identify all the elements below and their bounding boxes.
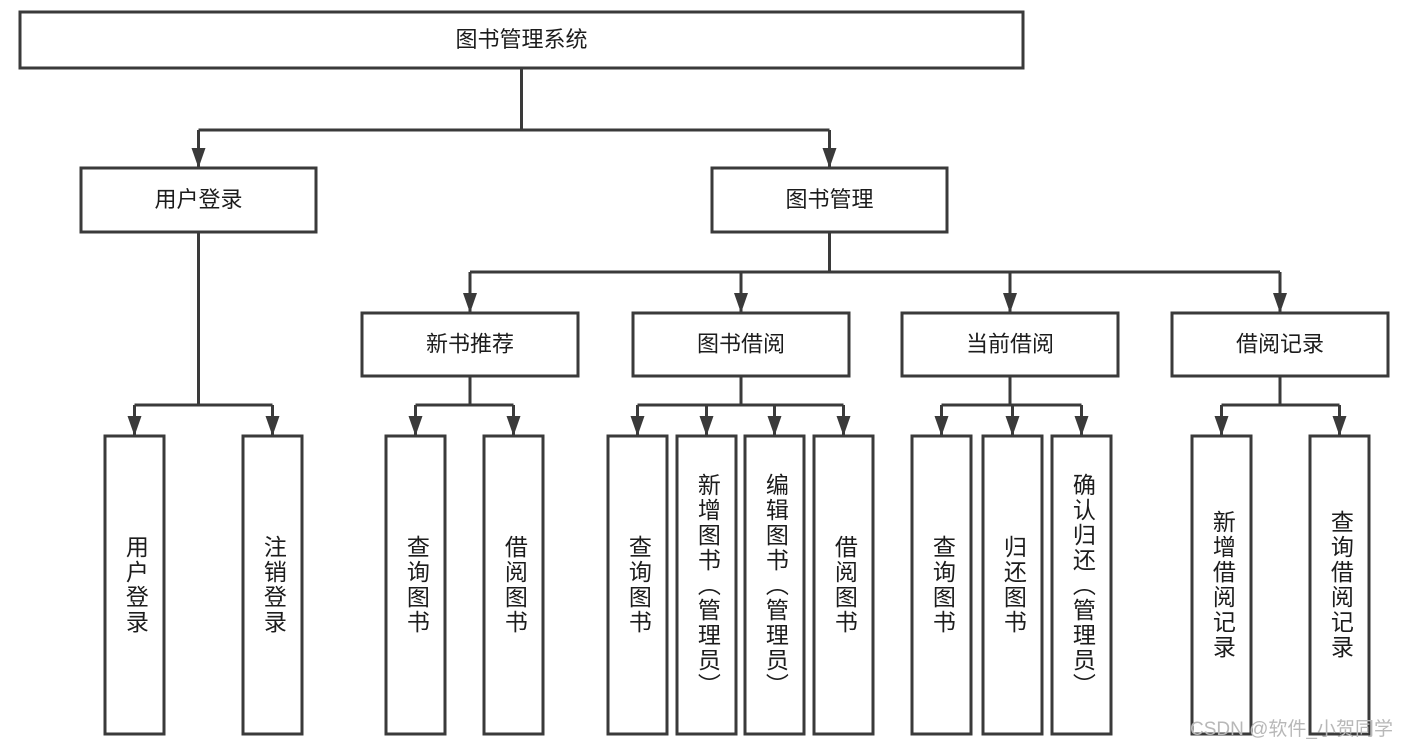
node-box-l4-10[interactable] (1050, 434, 1113, 736)
node-label-l2-1: 图书管理 (785, 187, 873, 212)
node-box-l4-9[interactable] (981, 434, 1044, 736)
node-box-l4-8[interactable] (910, 434, 973, 736)
node-label-l3-3: 借阅记录 (1236, 331, 1324, 356)
arrow-head (191, 148, 206, 168)
node-label-l3-1: 图书借阅 (697, 331, 785, 356)
node-box-root-0[interactable] (18, 10, 1025, 70)
arrow-head (822, 148, 837, 168)
node-label-l3-2: 当前借阅 (966, 331, 1054, 356)
arrow-head (463, 293, 477, 313)
arrow-head (630, 416, 645, 436)
node-box-l4-3[interactable] (482, 434, 545, 736)
node-box-l4-1[interactable] (241, 434, 304, 736)
node-box-l4-2[interactable] (384, 434, 447, 736)
node-label-root-0: 图书管理系统 (455, 27, 587, 52)
arrow-head (408, 416, 423, 436)
node-box-l4-12[interactable] (1308, 434, 1371, 736)
arrow-head (836, 416, 851, 436)
node-box-l4-6[interactable] (743, 434, 806, 736)
arrow-head (934, 416, 949, 436)
node-box-l4-11[interactable] (1190, 434, 1253, 736)
node-label-l2-0: 用户登录 (154, 187, 242, 212)
node-box-l2-1[interactable] (710, 166, 949, 234)
arrow-head (265, 416, 280, 436)
watermark-text: CSDN @软件_小贺同学 (1190, 719, 1393, 740)
arrow-head (1003, 293, 1017, 313)
arrow-head (734, 293, 748, 313)
node-box-l4-4[interactable] (606, 434, 669, 736)
arrow-head (767, 416, 782, 436)
node-box-l4-7[interactable] (812, 434, 875, 736)
node-box-l4-0[interactable] (103, 434, 166, 736)
arrow-head (506, 416, 521, 436)
arrow-head (1074, 416, 1089, 436)
node-box-l3-3[interactable] (1170, 311, 1390, 378)
node-box-l4-5[interactable] (675, 434, 738, 736)
node-box-l2-0[interactable] (79, 166, 318, 234)
node-box-l3-1[interactable] (631, 311, 851, 378)
arrow-head (699, 416, 714, 436)
arrow-head (1214, 416, 1229, 436)
connector-layer (127, 68, 1347, 436)
node-box-l3-2[interactable] (900, 311, 1120, 378)
arrow-head (1332, 416, 1347, 436)
arrow-head (127, 416, 142, 436)
node-label-l3-0: 新书推荐 (426, 331, 514, 356)
arrow-head (1005, 416, 1020, 436)
node-box-l3-0[interactable] (360, 311, 580, 378)
box-layer (18, 10, 1390, 736)
arrow-head (1273, 293, 1287, 313)
